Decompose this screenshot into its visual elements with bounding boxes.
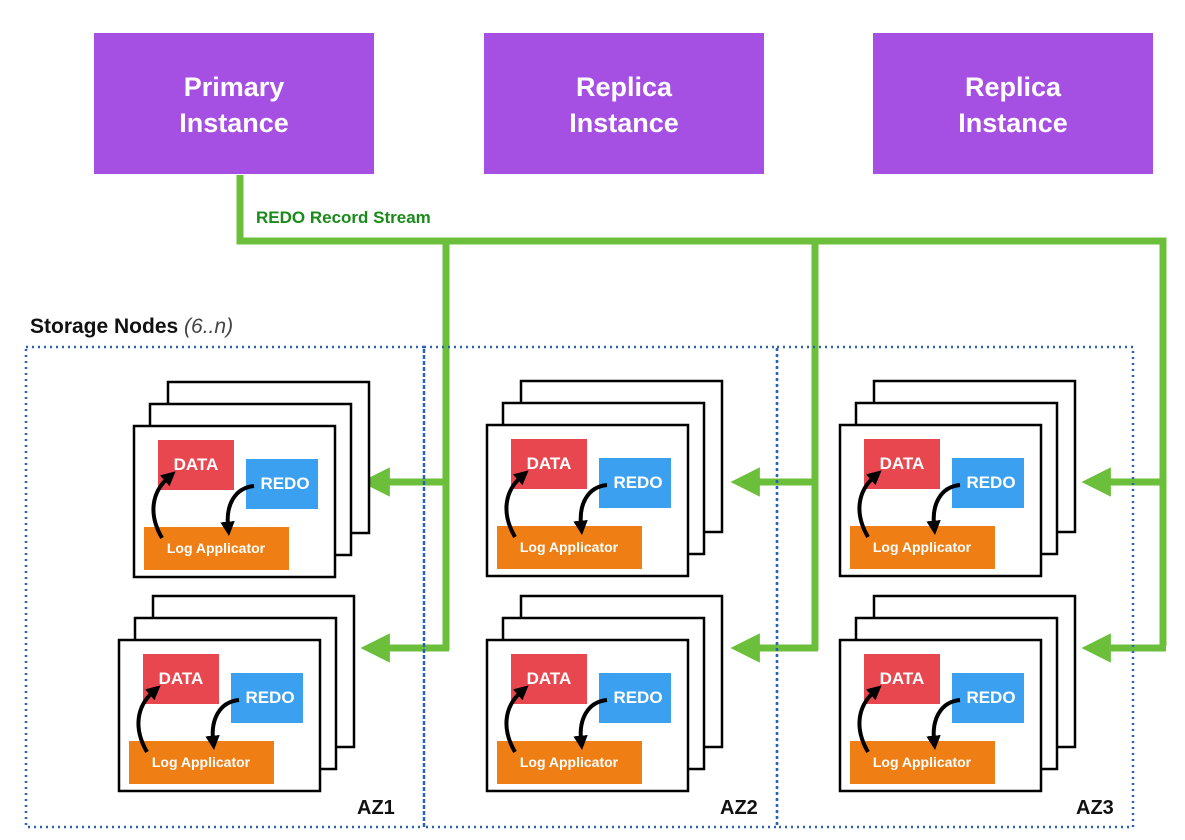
data-label: DATA xyxy=(174,455,219,474)
redo-arrow xyxy=(205,698,240,751)
storage-node-stack: DATA REDO Log Applicator xyxy=(838,594,1077,793)
redo-arrow xyxy=(573,698,608,751)
redo-block xyxy=(952,673,1024,723)
redo-block xyxy=(246,459,318,509)
log-applicator-block xyxy=(497,741,642,784)
redo-block xyxy=(599,458,671,508)
az-label: AZ3 xyxy=(1076,797,1114,819)
apply-arrow xyxy=(504,685,529,754)
storage-title-text: Storage Nodes xyxy=(30,315,178,338)
storage-node-stack: DATA REDO Log Applicator xyxy=(485,379,724,578)
redo-block xyxy=(952,458,1024,508)
stream-line xyxy=(236,175,1167,646)
log-applicator-label: Log Applicator xyxy=(152,754,251,770)
data-label: DATA xyxy=(527,669,572,688)
data-label: DATA xyxy=(880,454,925,473)
instances: PrimaryInstanceReplicaInstanceReplicaIns… xyxy=(94,33,1153,174)
redo-arrow xyxy=(220,484,255,537)
instance-label-line2: Instance xyxy=(569,108,679,138)
redo-label: REDO xyxy=(966,688,1015,707)
apply-arrow xyxy=(857,685,882,754)
az-zone xyxy=(775,345,1135,829)
az-zone xyxy=(24,345,426,829)
redo-label: REDO xyxy=(245,688,294,707)
log-applicator-block xyxy=(850,526,995,569)
data-label: DATA xyxy=(159,669,204,688)
log-applicator-label: Log Applicator xyxy=(520,754,619,770)
storage-node-stack: DATA REDO Log Applicator xyxy=(485,594,724,793)
instance-box-bg xyxy=(94,33,374,174)
az-label: AZ1 xyxy=(357,797,395,819)
instance-label-line1: Replica xyxy=(576,72,673,102)
apply-arrow xyxy=(504,470,529,539)
stream-label: REDO Record Stream xyxy=(256,208,431,227)
instance-box-bg xyxy=(484,33,764,174)
redo-arrow xyxy=(573,483,608,536)
log-applicator-block xyxy=(497,526,642,569)
apply-arrow xyxy=(151,471,176,540)
storage-node-stack: DATA REDO Log Applicator xyxy=(117,594,356,793)
instance-label-line2: Instance xyxy=(958,108,1068,138)
redo-stream: REDO Record Stream xyxy=(236,175,1167,663)
log-applicator-label: Log Applicator xyxy=(520,539,619,555)
redo-label: REDO xyxy=(613,473,662,492)
log-applicator-block xyxy=(850,741,995,784)
instance-label-line1: Replica xyxy=(965,72,1062,102)
log-applicator-block xyxy=(144,527,289,570)
az-label: AZ2 xyxy=(720,797,758,819)
redo-label: REDO xyxy=(260,474,309,493)
instance-box-bg xyxy=(873,33,1153,174)
apply-arrow xyxy=(136,685,161,754)
redo-label: REDO xyxy=(966,473,1015,492)
data-label: DATA xyxy=(527,454,572,473)
log-applicator-label: Log Applicator xyxy=(873,754,972,770)
log-applicator-label: Log Applicator xyxy=(167,540,266,556)
storage-node-stack: DATA REDO Log Applicator xyxy=(838,379,1077,578)
storage-node-stack: DATA REDO Log Applicator xyxy=(132,380,371,579)
instance-label-line2: Instance xyxy=(179,108,289,138)
redo-label: REDO xyxy=(613,688,662,707)
log-applicator-label: Log Applicator xyxy=(873,539,972,555)
redo-arrow xyxy=(926,698,961,751)
data-label: DATA xyxy=(880,669,925,688)
redo-block xyxy=(599,673,671,723)
instance-label-line1: Primary xyxy=(184,72,285,102)
apply-arrow xyxy=(857,470,882,539)
availability-zones: AZ1 AZ2 AZ3 xyxy=(24,345,1135,829)
storage-node-count: (6..n) xyxy=(184,315,233,338)
log-applicator-block xyxy=(129,741,274,784)
redo-arrow xyxy=(926,483,961,536)
redo-block xyxy=(231,673,303,723)
az-zone xyxy=(422,345,779,829)
storage-title: Storage Nodes (6..n) xyxy=(30,315,233,338)
